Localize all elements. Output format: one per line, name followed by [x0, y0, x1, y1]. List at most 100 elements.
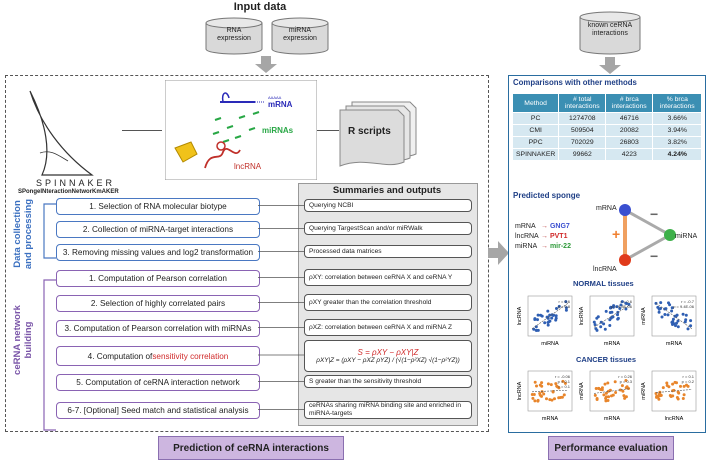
spinnaker-sail-logo	[29, 90, 94, 176]
normal-scatter-1-point	[557, 304, 561, 308]
output-rho-xy: ρXY: correlation between ceRNA X and ceR…	[304, 269, 472, 286]
step-seed-match: 6-7. [Optional] Seed match and statistic…	[56, 402, 260, 419]
normal-scatter-1-stat: p = 0.8	[558, 304, 571, 309]
normal-scatter-1-point	[532, 327, 536, 331]
down-arrow-icon	[599, 57, 621, 74]
step-highly-correlated: 2. Selection of highly correlated pairs	[56, 295, 260, 312]
cancer-scatter-2-point	[621, 389, 625, 393]
cancer-scatter-2-ylabel: miRNA	[579, 382, 585, 400]
node-mrna-label: mRNA	[596, 205, 617, 212]
normal-scatter-3-point	[657, 310, 661, 314]
cancer-scatter-1-point	[553, 397, 556, 401]
cancer-scatter-2-point	[623, 396, 627, 400]
sign-plus: +	[612, 226, 621, 242]
step-cerna-network: 5. Computation of ceRNA interaction netw…	[56, 374, 260, 391]
cancer-scatter-1-point	[561, 379, 565, 383]
cancer-scatter-2-point	[611, 393, 615, 397]
normal-scatter-3-point	[681, 312, 685, 316]
normal-scatter-2-point	[624, 307, 628, 311]
sponge-title: Predicted sponge	[513, 191, 581, 200]
cancer-scatter-2-point	[600, 388, 604, 392]
normal-scatter-1-point	[564, 308, 568, 312]
cancer-title: CANCER tissues	[576, 355, 637, 364]
sponge-network-graph	[619, 204, 676, 266]
output-formula: S = ρXY − ρXY|Z ρXY|Z = (ρXY − ρXZ ρYZ) …	[304, 340, 472, 372]
normal-scatter-2-point	[599, 325, 603, 329]
normal-scatter-1-point	[536, 313, 540, 317]
normal-scatter-2-point	[608, 324, 612, 327]
cancer-scatter-1-point	[535, 384, 538, 388]
normal-scatter-1-point	[564, 306, 568, 310]
normal-scatter-1-point	[554, 316, 558, 320]
normal-scatter-2-stat: r = 0.6	[621, 299, 633, 304]
summaries-title: Summaries and outputs	[332, 185, 442, 196]
normal-scatter-1-point	[533, 317, 537, 321]
normal-scatter-3-xlabel: mRNA	[666, 341, 683, 347]
cancer-scatter-1-stat: r = -0.06	[555, 374, 571, 379]
sponge-row-mrna: mRNA→ GNG7	[515, 223, 570, 230]
normal-scatter-3-point	[675, 321, 678, 325]
cancer-scatter-1-point	[533, 399, 537, 403]
normal-scatter-3-point	[675, 313, 679, 317]
output-ncbi: Querying NCBI	[304, 199, 472, 212]
step-output-connectors	[258, 205, 304, 410]
normal-scatter-2-point	[608, 318, 612, 322]
normal-scatter-2-point	[618, 307, 622, 310]
r-scripts-documents	[339, 101, 417, 167]
cancer-scatter-1-point	[532, 393, 536, 396]
normal-scatter-2-xlabel: mRNA	[604, 341, 621, 347]
cancer-scatter-2-trend-line	[593, 388, 631, 394]
mrna-label: mRNA	[268, 100, 293, 109]
normal-scatter-3-point	[667, 301, 670, 305]
table-header: % brca interactions	[652, 93, 703, 113]
step-missing-values: 3. Removing missing values and log2 tran…	[56, 244, 260, 261]
performance-panel	[508, 75, 706, 433]
cancer-scatter-2-point	[602, 393, 606, 397]
normal-scatter-2-point	[610, 310, 614, 314]
cancer-scatter-1-point	[556, 385, 559, 389]
step-pearson-mirna: 3. Computation of Pearson correlation wi…	[56, 320, 260, 337]
normal-scatter-2-point	[609, 305, 613, 309]
aaaa-label: AAAAA	[268, 95, 282, 100]
normal-scatter-2-point	[594, 327, 598, 331]
normal-scatter-1-point	[546, 323, 550, 327]
normal-scatter-2-point	[592, 320, 596, 324]
normal-scatter-3-point	[670, 309, 674, 313]
cancer-scatter-3-point	[671, 382, 675, 386]
normal-scatter-3-point	[666, 313, 670, 317]
cancer-scatter-1-point	[538, 393, 542, 397]
cancer-scatter-3-stat: p = 0.2	[682, 379, 695, 384]
cancer-scatter-3-point	[667, 385, 671, 389]
cancer-scatter-1-point	[540, 381, 544, 385]
normal-scatter-3-point	[676, 325, 680, 329]
cancer-scatter-1-point	[551, 390, 555, 393]
normal-scatter-2-stat: p = 9.8E-06	[611, 304, 633, 309]
mirna-expression-label: miRNA expression	[283, 27, 317, 42]
cancer-scatter-1-stat: p = 0.1	[558, 379, 571, 384]
r-scripts-label: R scripts	[348, 126, 391, 137]
output-processed: Processed data matrices	[304, 245, 472, 258]
cancer-scatter-2-point	[603, 382, 607, 386]
comparison-title: Comparisons with other methods	[513, 78, 637, 87]
cancer-scatter-2-point	[606, 399, 610, 402]
normal-scatter-3-point	[663, 313, 667, 316]
known-cerna-label: known ceRNA interactions	[587, 22, 633, 37]
cancer-scatter-2-point	[613, 380, 617, 384]
normal-scatter-3-point	[659, 301, 663, 305]
normal-scatter-3-stat: r = -0.7	[681, 299, 695, 304]
cancer-scatter-3-xlabel: lncRNA	[665, 416, 684, 422]
normal-scatter-3-stat: p = 9.4E-06	[673, 304, 695, 309]
normal-scatter-2-point	[602, 322, 606, 326]
normal-scatter-3-point	[684, 313, 688, 317]
output-targetscan: Querying TargestScan and/or miRWalk	[304, 222, 472, 235]
normal-scatter-1-point	[550, 316, 554, 320]
rna-expression-cylinder	[205, 17, 263, 55]
input-data-title: Input data	[233, 1, 287, 13]
normal-scatter-2-point	[593, 323, 597, 327]
cancer-scatter-3-point	[661, 386, 665, 390]
step-pearson: 1. Computation of Pearson correlation	[56, 270, 260, 287]
cancer-scatter-2-point	[625, 385, 629, 389]
cancer-scatter-1-point	[545, 397, 548, 401]
